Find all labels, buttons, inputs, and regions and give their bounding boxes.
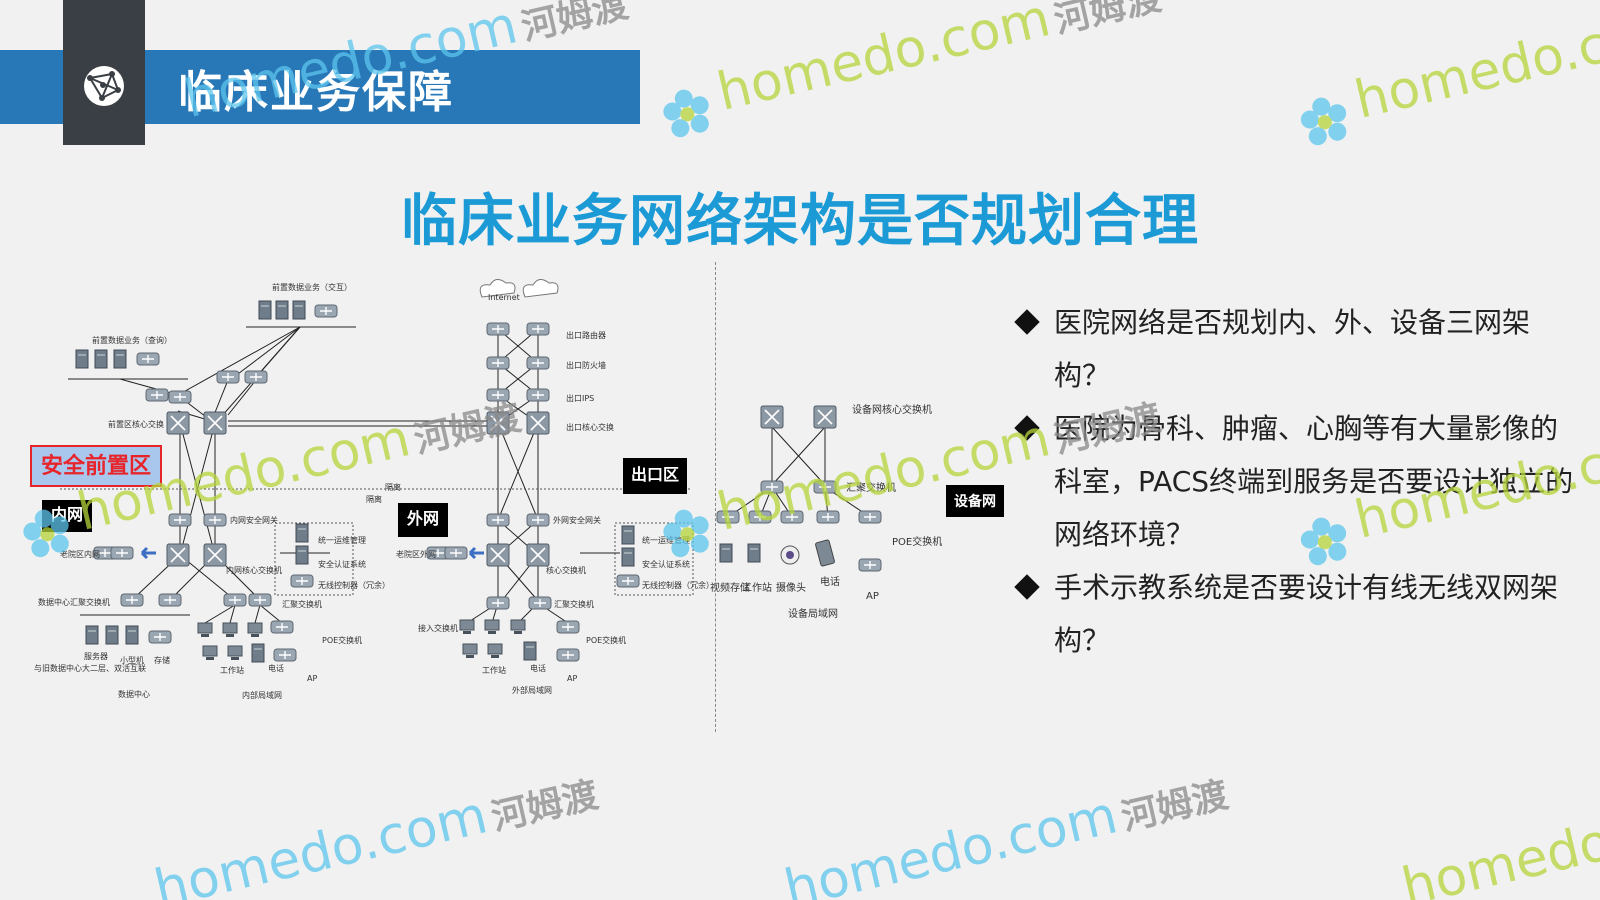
phone-icon xyxy=(815,539,835,567)
svg-text:工作站: 工作站 xyxy=(742,581,772,594)
svg-text:无线控制器（冗余）: 无线控制器（冗余） xyxy=(642,580,714,590)
zone-tag-extranet: 外网 xyxy=(398,503,448,537)
svg-text:POE交换机: POE交换机 xyxy=(586,635,626,645)
camera-icon xyxy=(780,545,800,565)
diamond-bullet-icon xyxy=(1014,574,1040,600)
watermark: homedo.com 河姆渡 xyxy=(779,774,1233,900)
svg-text:AP: AP xyxy=(866,591,879,602)
svg-text:电话: 电话 xyxy=(268,663,284,673)
watermark: homedo.c xyxy=(1286,15,1600,158)
svg-text:外部局域网: 外部局域网 xyxy=(512,685,552,695)
svg-text:数据中心汇聚交换机: 数据中心汇聚交换机 xyxy=(38,597,110,607)
svg-text:前置数据业务（交互）: 前置数据业务（交互） xyxy=(272,282,352,292)
svg-text:小型机: 小型机 xyxy=(120,655,144,665)
svg-text:外网安全网关: 外网安全网关 xyxy=(553,515,601,525)
svg-text:工作站: 工作站 xyxy=(220,665,244,675)
svg-text:服务器: 服务器 xyxy=(84,651,108,661)
svg-text:Internet: Internet xyxy=(488,293,520,302)
svg-text:无线控制器（冗余）: 无线控制器（冗余） xyxy=(318,580,390,590)
network-globe-icon xyxy=(84,66,124,106)
svg-text:老院区内网: 老院区内网 xyxy=(60,549,100,559)
svg-text:接入交换机: 接入交换机 xyxy=(418,623,458,633)
watermark: homedo.com 河姆渡 xyxy=(648,0,1168,150)
bullet-list: 医院网络是否规划内、外、设备三网架构？ 医院为骨科、肿瘤、心胸等有大量影像的科室… xyxy=(1014,296,1578,667)
zone-tag-dmz: 安全前置区 xyxy=(30,445,162,487)
svg-text:出口路由器: 出口路由器 xyxy=(566,330,606,340)
diamond-bullet-icon xyxy=(1014,309,1040,335)
diamond-bullet-icon xyxy=(1014,415,1040,441)
slide-title: 临床业务网络架构是否规划合理 xyxy=(401,189,1199,254)
arrow-left-icon xyxy=(140,546,156,560)
svg-text:视频存储: 视频存储 xyxy=(710,581,750,594)
vertical-divider xyxy=(715,262,716,732)
zone-tag-intranet: 内网 xyxy=(42,500,92,532)
svg-text:POE交换机: POE交换机 xyxy=(322,635,362,645)
svg-text:隔离: 隔离 xyxy=(385,482,401,492)
svg-text:设备局域网: 设备局域网 xyxy=(788,607,838,620)
flower-logo-icon xyxy=(663,89,709,137)
svg-text:老院区外网: 老院区外网 xyxy=(396,549,436,559)
svg-text:摄像头: 摄像头 xyxy=(776,581,806,594)
zone-tag-egress: 出口区 xyxy=(623,458,687,494)
svg-text:电话: 电话 xyxy=(530,663,546,673)
svg-text:汇聚交换机: 汇聚交换机 xyxy=(846,481,896,494)
svg-text:数据中心: 数据中心 xyxy=(118,689,150,699)
svg-text:与旧数据中心大二层、双活互联: 与旧数据中心大二层、双活互联 xyxy=(34,663,146,673)
zone-tag-device-net: 设备网 xyxy=(946,485,1004,517)
svg-text:出口核心交换: 出口核心交换 xyxy=(566,422,614,432)
svg-text:汇聚交换机: 汇聚交换机 xyxy=(554,599,594,609)
svg-text:隔离: 隔离 xyxy=(366,494,382,504)
svg-text:POE交换机: POE交换机 xyxy=(892,535,942,548)
svg-text:工作站: 工作站 xyxy=(482,665,506,675)
watermark: homedo.c xyxy=(1396,801,1600,900)
svg-text:汇聚交换机: 汇聚交换机 xyxy=(282,599,322,609)
svg-text:安全认证系统: 安全认证系统 xyxy=(642,559,690,569)
svg-text:存储: 存储 xyxy=(154,655,170,665)
svg-text:出口IPS: 出口IPS xyxy=(566,393,594,403)
svg-text:设备网核心交换机: 设备网核心交换机 xyxy=(852,403,932,416)
svg-text:AP: AP xyxy=(567,674,577,683)
svg-text:核心交换机: 核心交换机 xyxy=(546,565,586,575)
watermark: homedo.com 河姆渡 xyxy=(149,774,603,900)
svg-text:电话: 电话 xyxy=(820,575,840,588)
header-title: 临床业务保障 xyxy=(178,67,454,118)
svg-text:内网核心交换机: 内网核心交换机 xyxy=(226,565,282,575)
bullet-item: 医院网络是否规划内、外、设备三网架构？ xyxy=(1014,296,1578,402)
bullet-item: 医院为骨科、肿瘤、心胸等有大量影像的科室，PACS终端到服务是否要设计独立的网络… xyxy=(1014,402,1578,561)
svg-text:内部局域网: 内部局域网 xyxy=(242,690,282,700)
svg-text:统一运维管理: 统一运维管理 xyxy=(318,535,366,545)
flower-logo-icon xyxy=(1300,97,1347,145)
svg-text:出口防火墙: 出口防火墙 xyxy=(566,360,606,370)
svg-text:AP: AP xyxy=(307,674,317,683)
svg-text:统一运维管理: 统一运维管理 xyxy=(642,535,690,545)
svg-text:内网安全网关: 内网安全网关 xyxy=(230,515,278,525)
bullet-item: 手术示教系统是否要设计有线无线双网架构？ xyxy=(1014,561,1578,667)
network-diagram: 前置数据业务（交互） 前置数据业务（查询） 前置区核心交换 Internet 出… xyxy=(34,279,942,700)
svg-text:前置数据业务（查询）: 前置数据业务（查询） xyxy=(92,335,172,345)
svg-text:安全认证系统: 安全认证系统 xyxy=(318,559,366,569)
svg-text:前置区核心交换: 前置区核心交换 xyxy=(108,419,164,429)
